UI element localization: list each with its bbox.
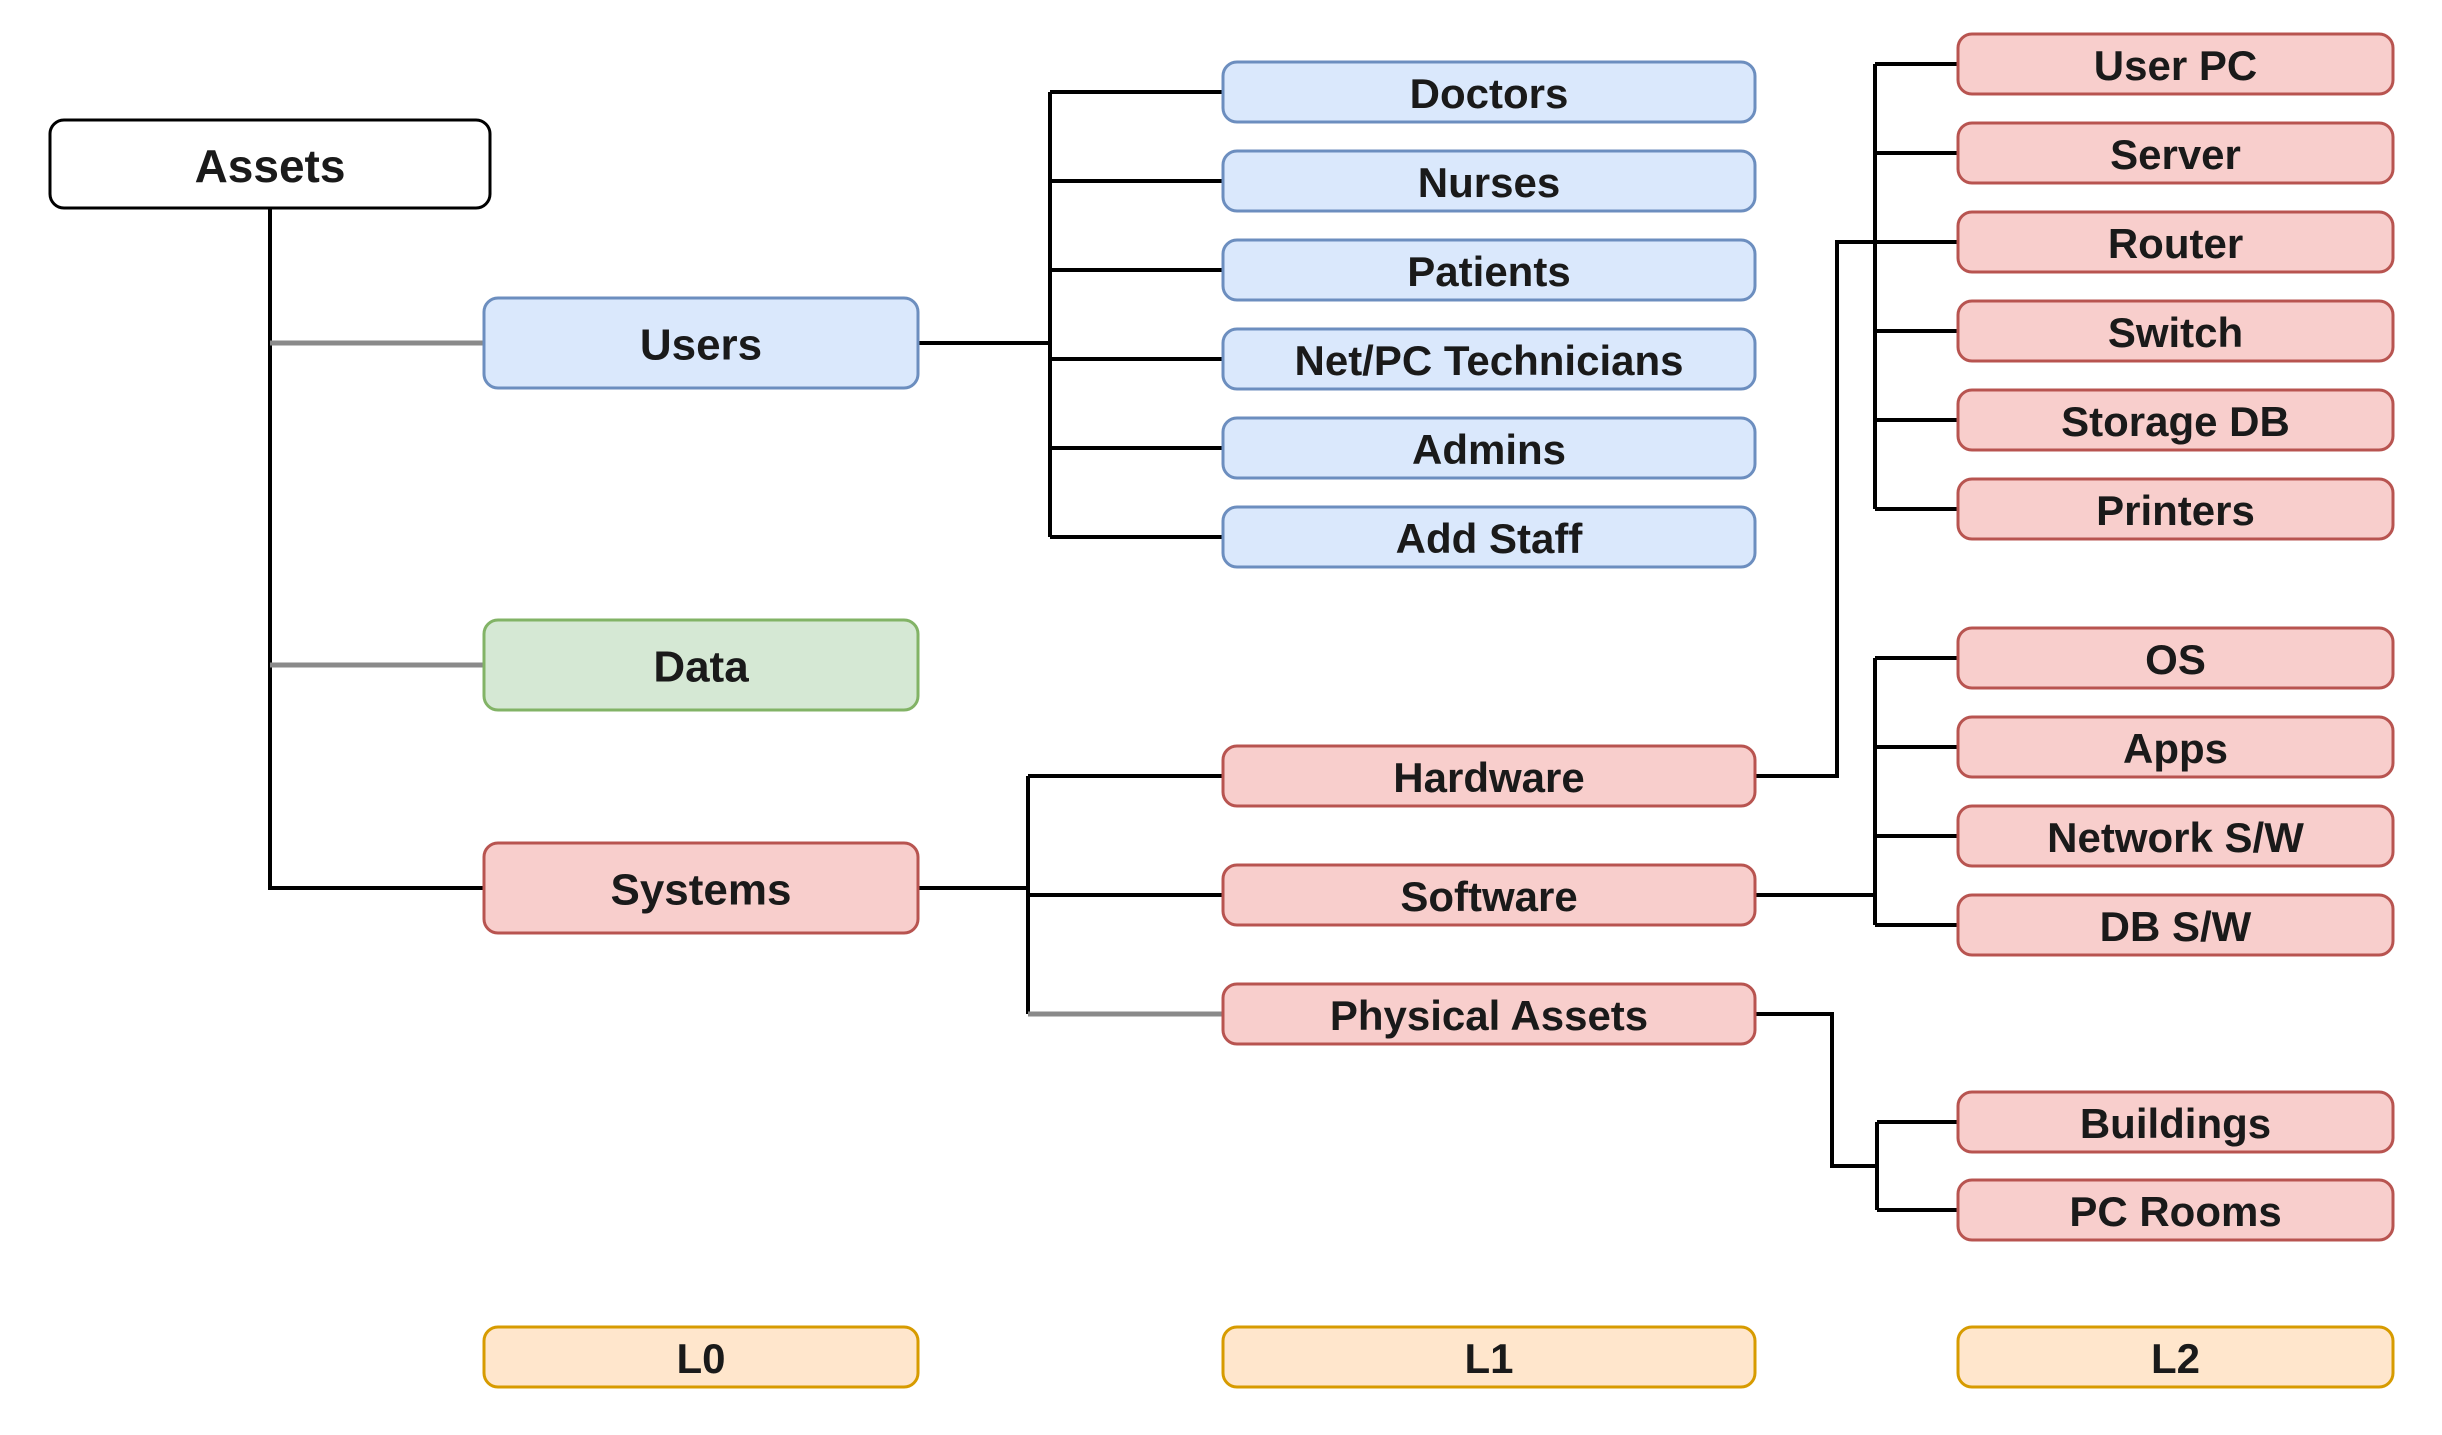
- node-box-systems: [482, 841, 920, 935]
- node-label-dbsw: DB S/W: [2100, 903, 2252, 950]
- node-userpc: User PC: [1956, 32, 2395, 96]
- node-label-nurses: Nurses: [1418, 159, 1560, 206]
- node-box-printers: [1956, 477, 2395, 541]
- node-label-assets: Assets: [195, 140, 346, 192]
- edge-main-trunk: [268, 208, 484, 890]
- node-users: Users: [482, 296, 920, 390]
- node-label-data: Data: [653, 642, 749, 691]
- node-box-pcrooms: [1956, 1178, 2395, 1242]
- node-box-userpc: [1956, 32, 2395, 96]
- node-label-l1: L1: [1221, 1325, 1757, 1389]
- node-pcrooms: PC Rooms: [1956, 1178, 2395, 1242]
- node-box-dbsw: [1956, 893, 2395, 957]
- node-label-users: Users: [640, 320, 762, 369]
- node-networksw: Network S/W: [1956, 804, 2395, 868]
- node-nurses: Nurses: [1221, 149, 1757, 213]
- node-addstaff: Add Staff: [1221, 505, 1757, 569]
- node-label-netpc: Net/PC Technicians: [1295, 337, 1684, 384]
- node-label-patients: Patients: [1407, 248, 1570, 295]
- node-label-router: Router: [2108, 220, 2243, 267]
- node-server: Server: [1956, 121, 2395, 185]
- node-os: OS: [1956, 626, 2395, 690]
- node-apps: Apps: [1956, 715, 2395, 779]
- node-box-software: [1221, 863, 1757, 927]
- node-box-assets: [48, 118, 492, 210]
- node-label-l2: L2: [1956, 1325, 2395, 1389]
- node-box-server: [1956, 121, 2395, 185]
- node-label-addstaff: Add Staff: [1396, 515, 1584, 562]
- node-label-server: Server: [2110, 131, 2241, 178]
- node-label-userpc: User PC: [2094, 42, 2257, 89]
- node-admins: Admins: [1221, 416, 1757, 480]
- node-label-buildings: Buildings: [2080, 1100, 2271, 1147]
- node-box-buildings: [1956, 1090, 2395, 1154]
- node-dbsw: DB S/W: [1956, 893, 2395, 957]
- node-buildings: Buildings: [1956, 1090, 2395, 1154]
- node-label-networksw: Network S/W: [2047, 814, 2304, 861]
- node-switch: Switch: [1956, 299, 2395, 363]
- node-box-label-l2: [1956, 1325, 2395, 1389]
- node-box-admins: [1221, 416, 1757, 480]
- node-box-doctors: [1221, 60, 1757, 124]
- node-storagedb: Storage DB: [1956, 388, 2395, 452]
- node-label-l0: L0: [482, 1325, 920, 1389]
- node-router: Router: [1956, 210, 2395, 274]
- node-assets: Assets: [48, 118, 492, 210]
- node-label-software: Software: [1400, 873, 1577, 920]
- node-box-addstaff: [1221, 505, 1757, 569]
- node-label-label-l1: L1: [1464, 1335, 1513, 1382]
- node-box-physical: [1221, 982, 1757, 1046]
- edge-physical-out: [1755, 1012, 1877, 1168]
- node-label-pcrooms: PC Rooms: [2069, 1188, 2281, 1235]
- node-label-apps: Apps: [2123, 725, 2228, 772]
- node-hardware: Hardware: [1221, 744, 1757, 808]
- node-label-label-l0: L0: [676, 1335, 725, 1382]
- node-label-hardware: Hardware: [1393, 754, 1584, 801]
- node-software: Software: [1221, 863, 1757, 927]
- node-label-printers: Printers: [2096, 487, 2255, 534]
- node-printers: Printers: [1956, 477, 2395, 541]
- node-label-label-l2: L2: [2151, 1335, 2200, 1382]
- node-label-switch: Switch: [2108, 309, 2243, 356]
- node-physical: Physical Assets: [1221, 982, 1757, 1046]
- node-box-users: [482, 296, 920, 390]
- node-box-networksw: [1956, 804, 2395, 868]
- node-label-storagedb: Storage DB: [2061, 398, 2290, 445]
- node-box-patients: [1221, 238, 1757, 302]
- node-doctors: Doctors: [1221, 60, 1757, 124]
- node-box-label-l0: [482, 1325, 920, 1389]
- node-label-doctors: Doctors: [1410, 70, 1569, 117]
- node-box-router: [1956, 210, 2395, 274]
- node-box-label-l1: [1221, 1325, 1757, 1389]
- node-box-hardware: [1221, 744, 1757, 808]
- node-label-physical: Physical Assets: [1330, 992, 1648, 1039]
- node-box-apps: [1956, 715, 2395, 779]
- node-label-os: OS: [2145, 636, 2206, 683]
- node-box-data: [482, 618, 920, 712]
- node-box-nurses: [1221, 149, 1757, 213]
- node-box-storagedb: [1956, 388, 2395, 452]
- node-data: Data: [482, 618, 920, 712]
- node-patients: Patients: [1221, 238, 1757, 302]
- node-systems: Systems: [482, 841, 920, 935]
- node-box-switch: [1956, 299, 2395, 363]
- node-netpc: Net/PC Technicians: [1221, 327, 1757, 391]
- node-label-admins: Admins: [1412, 426, 1566, 473]
- edge-hardware-out: [1755, 240, 1958, 778]
- node-box-os: [1956, 626, 2395, 690]
- node-label-systems: Systems: [610, 865, 791, 914]
- node-box-netpc: [1221, 327, 1757, 391]
